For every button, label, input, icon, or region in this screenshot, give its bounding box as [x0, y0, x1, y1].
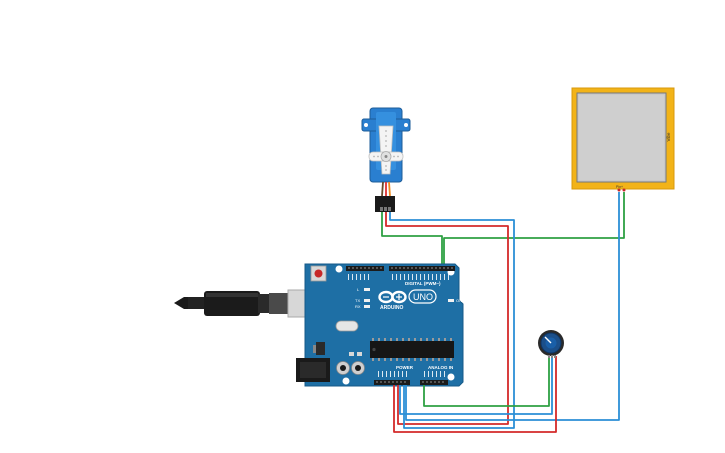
usb-cable[interactable] — [174, 289, 319, 318]
arduino-infinity-logo — [378, 290, 407, 304]
wire-servo-ground[interactable] — [389, 212, 515, 429]
digital-label: DIGITAL (PWM~) — [405, 281, 441, 286]
atmega-chip — [370, 338, 454, 361]
display-pin-label: Pin+ — [616, 185, 623, 189]
wire-servo-power[interactable] — [385, 212, 509, 425]
analog-label: ANALOG IN — [428, 365, 453, 370]
header-wire-stubs — [393, 385, 425, 390]
logo-marks — [383, 294, 402, 300]
small-components — [349, 352, 362, 356]
wire-pot-ground[interactable] — [399, 356, 553, 415]
arduino-uno-board[interactable]: DIGITAL (PWM~) L TX RX ON ARDUINO UNO — [296, 263, 464, 387]
model-badge — [408, 289, 437, 304]
status-leds — [364, 288, 454, 308]
servo-horn[interactable] — [368, 125, 404, 175]
digital-header[interactable] — [346, 266, 455, 271]
power-label: POWER — [396, 365, 414, 370]
micro-servo[interactable] — [361, 107, 411, 212]
potentiometer[interactable] — [538, 330, 564, 358]
wire-pot-power[interactable] — [393, 356, 557, 433]
display-pin[interactable] — [622, 188, 626, 192]
wire-pot-signal[interactable] — [423, 356, 550, 407]
brand-label: ARDUINO — [380, 305, 403, 311]
pin-labels — [348, 274, 449, 280]
mounting-hole — [335, 265, 343, 273]
wire-servo-signal[interactable] — [381, 212, 443, 268]
mounting-hole — [342, 377, 350, 385]
model-label: UNO — [413, 292, 433, 302]
analog-header[interactable] — [420, 380, 448, 385]
display-label: Vibe — [666, 132, 671, 141]
bottom-pin-labels — [378, 371, 445, 377]
crystal-oscillator — [335, 320, 359, 332]
pot-indicator — [544, 336, 552, 344]
capacitors — [336, 361, 365, 375]
display-pin[interactable] — [617, 188, 621, 192]
vibration-module[interactable]: Vibe Pin+ — [571, 87, 675, 192]
led-tx-label: TX — [355, 298, 360, 303]
mounting-hole — [447, 373, 455, 381]
wires — [381, 192, 625, 433]
voltage-regulator — [313, 342, 325, 355]
power-jack[interactable] — [296, 358, 330, 382]
power-header[interactable] — [374, 380, 410, 385]
led-rx-label: RX — [355, 304, 361, 309]
reset-button[interactable] — [310, 265, 327, 282]
led-l-label: L — [357, 287, 360, 292]
led-on-label: ON — [456, 298, 462, 303]
wire-display-ground[interactable] — [405, 192, 620, 421]
wire-display-signal[interactable] — [443, 192, 625, 268]
servo-connector[interactable] — [375, 196, 395, 212]
